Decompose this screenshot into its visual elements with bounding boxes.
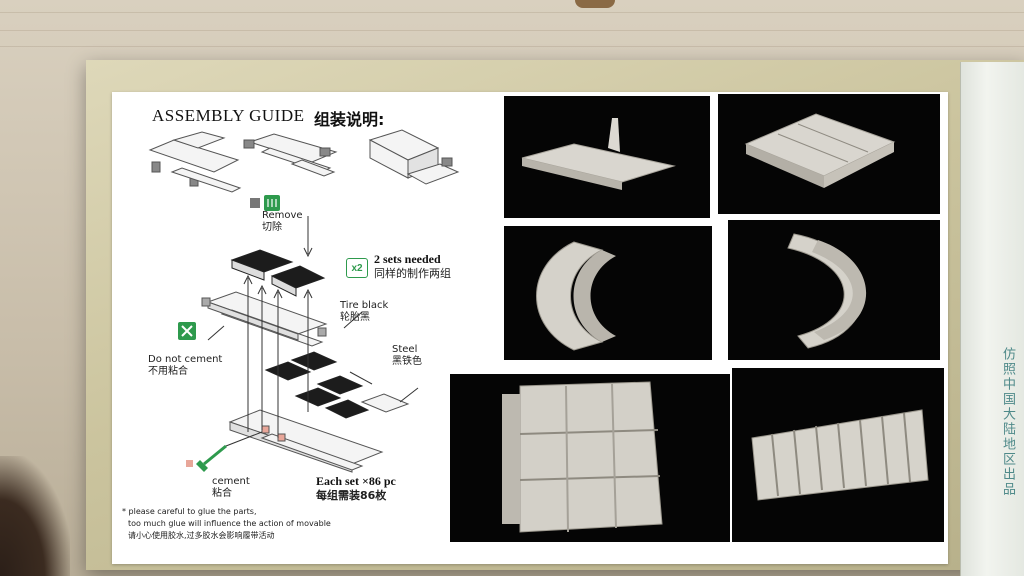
glue-note-line1: * please careful to glue the parts,: [122, 507, 257, 516]
curved-track-front-photo: [504, 226, 712, 360]
do-not-cement-label: Do not cement: [148, 354, 223, 365]
assembly-arrows: [207, 274, 419, 438]
do-not-cement-label-cn: 不用粘合: [148, 366, 188, 377]
long-track-run-photo: [732, 368, 944, 542]
x2-badge: x2: [346, 258, 368, 278]
sprue-part-3: [368, 129, 460, 185]
black-tire-pads-bottom: [264, 351, 370, 419]
cement-label: cement: [212, 476, 250, 487]
guide-title: ASSEMBLY GUIDE: [152, 106, 305, 125]
sets-needed-label: 2 sets needed: [374, 252, 441, 266]
cement-pink-square: [186, 460, 193, 467]
sprue-part-1: [148, 131, 242, 193]
track-links-closeup-photo: [450, 374, 730, 542]
sprue-part-2: [243, 133, 338, 177]
steel-label: Steel: [392, 344, 418, 355]
box-flap: 仿照中国大陆地区出品: [960, 62, 1024, 576]
foreground-shadow: [0, 456, 70, 576]
steel-track-bottom: [228, 393, 410, 473]
assembly-guide-card: ASSEMBLY GUIDE 组装说明:: [112, 92, 948, 564]
black-tire-pads-top: [230, 249, 326, 297]
box-flap-text: 仿照中国大陆地区出品: [1000, 347, 1015, 497]
single-track-link-photo: [504, 96, 710, 218]
guide-title-cn: 组装说明:: [314, 110, 385, 129]
tire-black-label: Tire black: [340, 300, 389, 311]
remove-label-cn: 切除: [262, 222, 282, 233]
cement-label-cn: 粘合: [212, 488, 232, 499]
glue-note-line2: too much glue will influence the action …: [128, 519, 331, 528]
sets-needed-label-cn: 同样的制作两组: [374, 267, 451, 280]
assembly-diagram: [148, 129, 460, 473]
each-set-label-cn: 每组需装86枚: [316, 489, 387, 502]
glue-note-cn: 请小心使用胶水,过多胶水会影响履带活动: [128, 531, 275, 540]
cement-brush-icon: [203, 444, 227, 466]
each-set-label: Each set ×86 pc: [316, 474, 396, 488]
three-link-segment-photo: [718, 94, 940, 214]
object-on-table: [575, 0, 615, 8]
remove-gray-square: [250, 198, 260, 208]
remove-label: Remove: [262, 210, 303, 221]
curved-track-back-photo: [728, 220, 940, 360]
steel-label-cn: 黑铁色: [392, 356, 422, 367]
track-link-body: [201, 291, 328, 347]
tire-black-label-cn: 轮胎黑: [340, 312, 370, 323]
